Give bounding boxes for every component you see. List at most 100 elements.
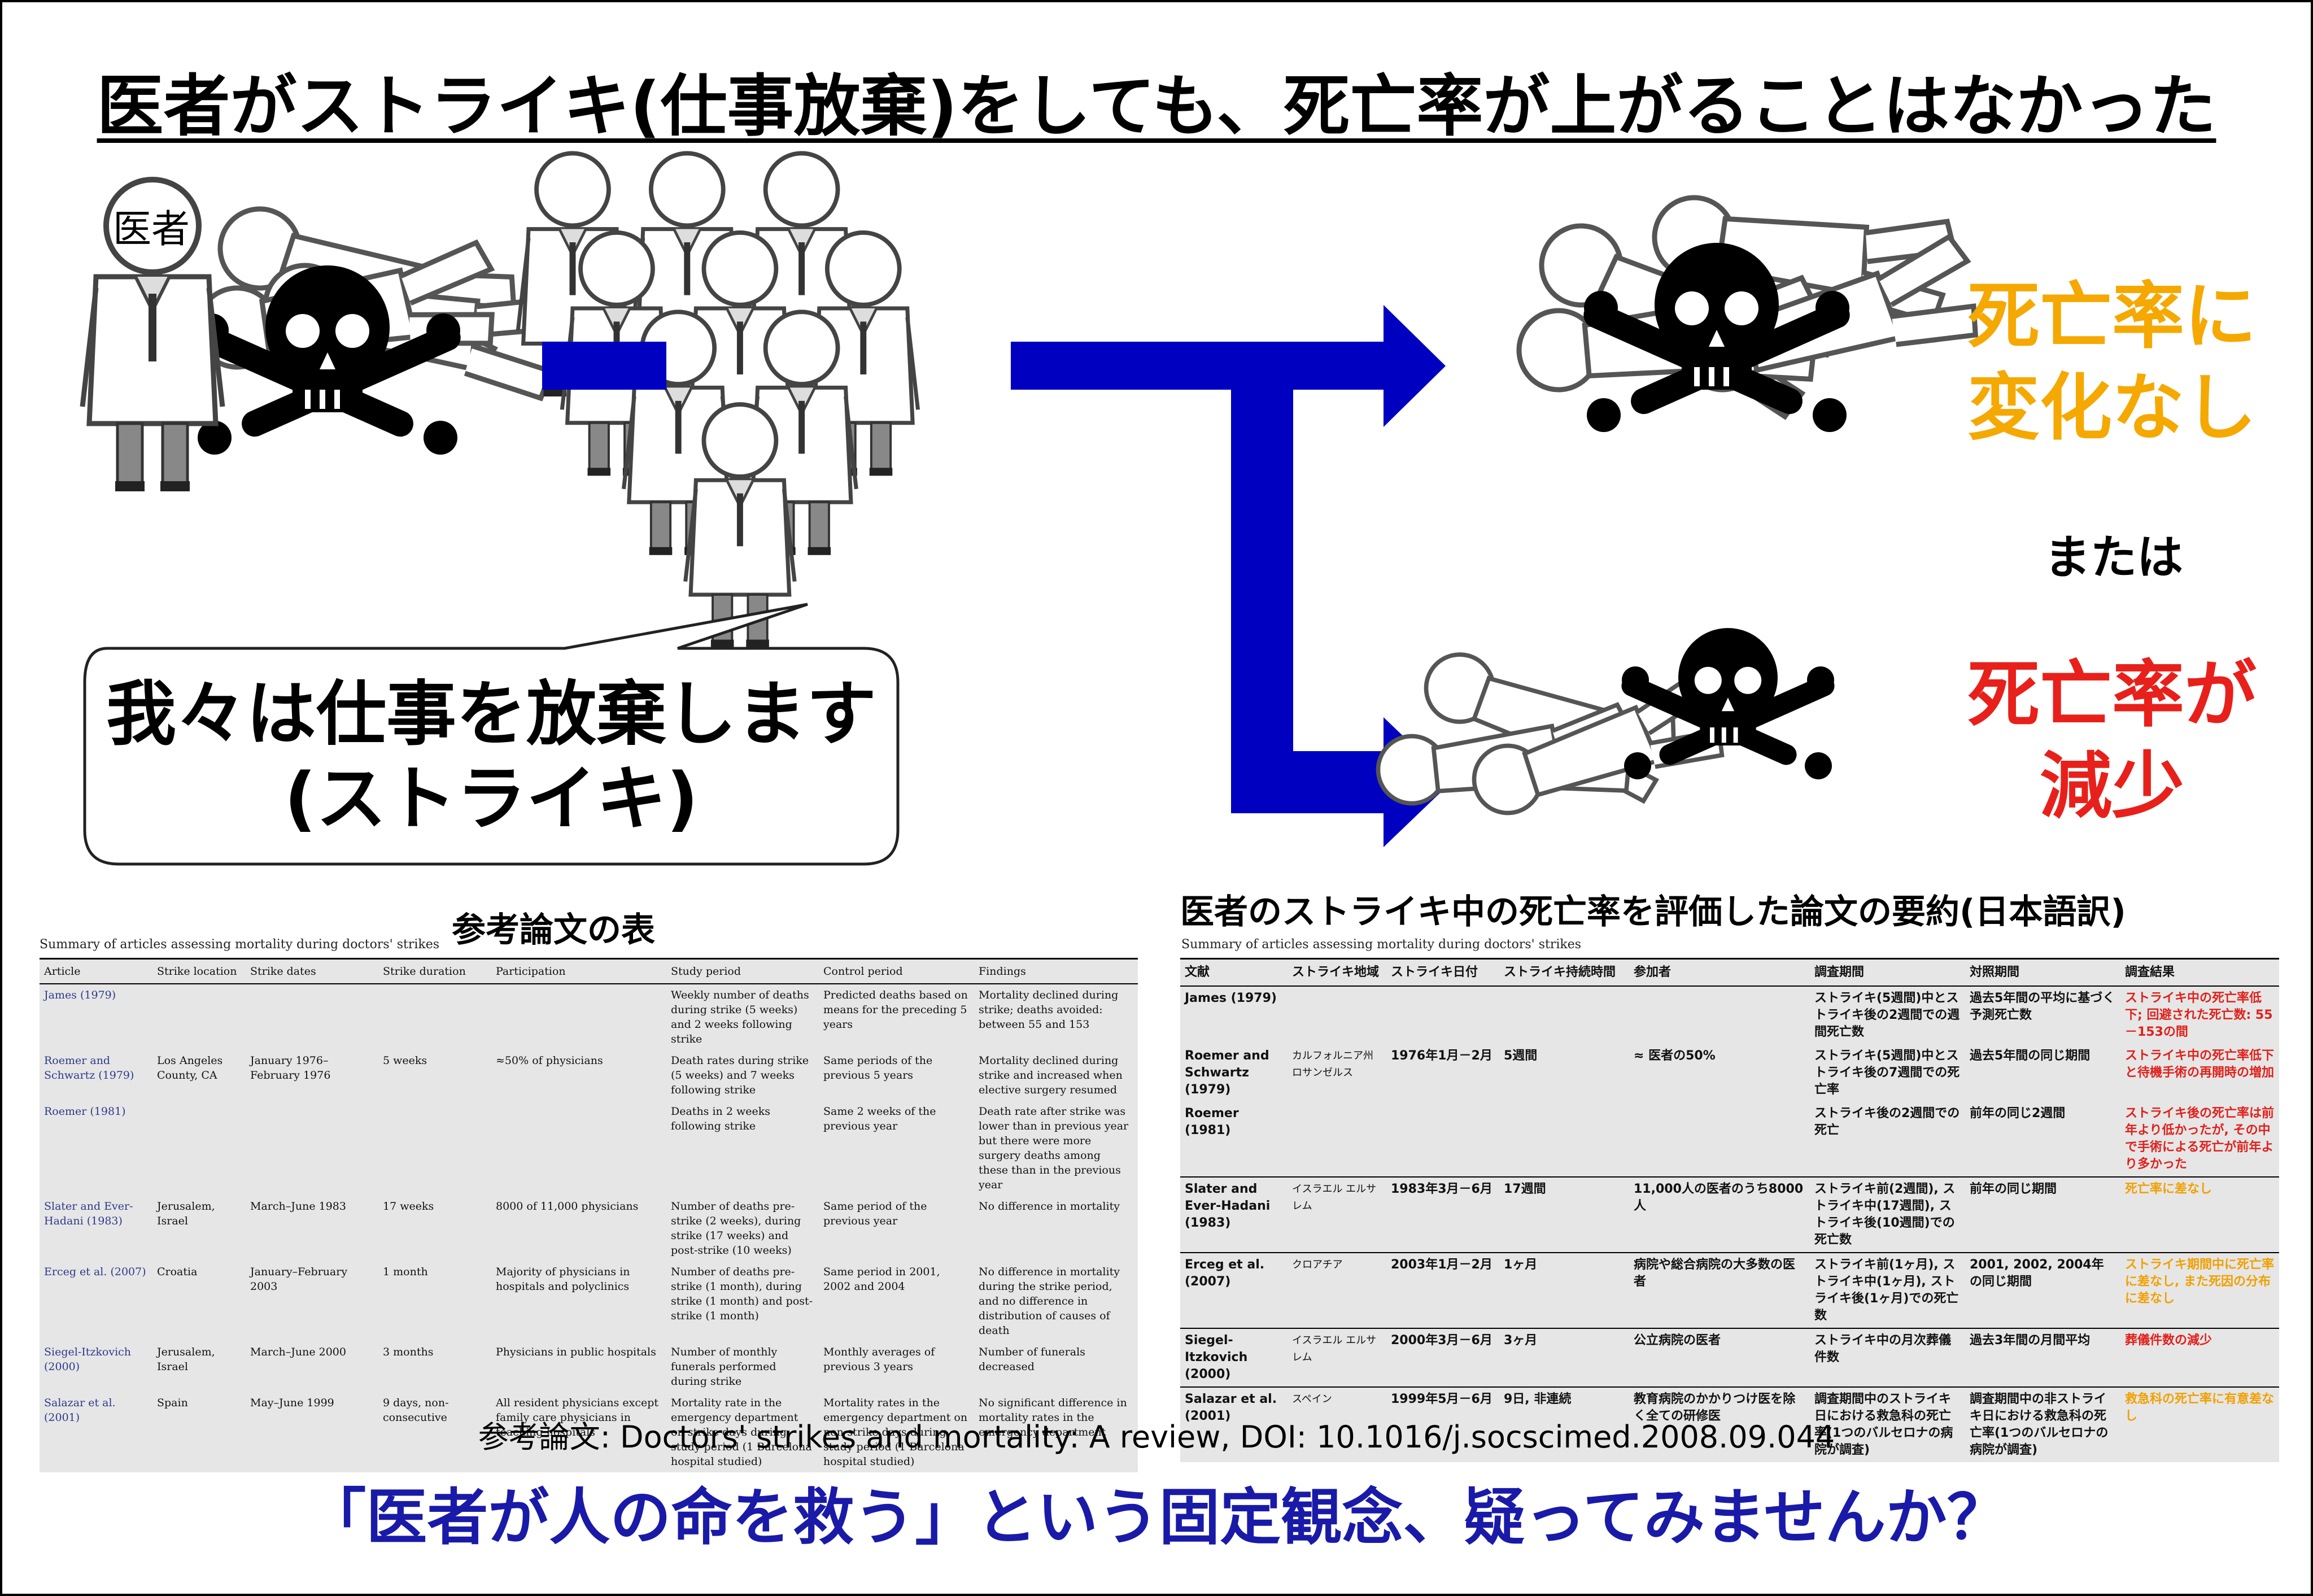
table-cell: Slater and Ever-Hadani (1983)	[44, 1200, 133, 1227]
column-header: 対照期間	[1965, 958, 2120, 987]
table-cell	[1288, 986, 1386, 1044]
table-cell: No significant difference in mortality r…	[979, 1397, 1127, 1438]
table-cell: 9 days, non-consecutive	[383, 1397, 449, 1424]
table-cell: 1983年3月－6月	[1386, 1177, 1499, 1253]
table-cell: James (1979)	[44, 989, 116, 1001]
table-row: James (1979)ストライキ(5週間)中とストライキ後の2週間での週間死亡…	[1180, 986, 2279, 1044]
table-cell: イスラエル エルサレム	[1288, 1177, 1386, 1253]
column-header: ストライキ地域	[1288, 958, 1386, 987]
table-cell: Monthly averages of previous 3 years	[823, 1346, 935, 1373]
table-cell	[491, 984, 666, 1050]
column-header: Participation	[491, 958, 666, 984]
table-cell: January–February 2003	[250, 1266, 348, 1293]
table-cell: ストライキ中の死亡率低下; 回避された死亡数: 55－153の間	[2125, 991, 2273, 1039]
table-cell: Roemer (1981)	[44, 1105, 126, 1118]
speech-line-2: (ストライキ)	[284, 758, 699, 840]
right-table-heading: 医者のストライキ中の死亡率を評価した論文の要約(日本語訳)	[1180, 892, 2126, 932]
result-no-change-line-2: 変化なし	[1967, 366, 2257, 450]
table-cell: Mortality declined during strike and inc…	[979, 1054, 1123, 1096]
column-header: 文献	[1180, 958, 1288, 987]
table-cell: ストライキ期間中に死亡率に差なし, また死因の分布に差なし	[2120, 1253, 2279, 1329]
column-header: 調査期間	[1810, 958, 1965, 987]
column-header: Control period	[819, 958, 974, 984]
reference-citation: 参考論文: Doctors' strikes and mortality: A …	[478, 1419, 1835, 1455]
table-cell: ≈50% of physicians	[496, 1054, 603, 1067]
table-cell: 調査期間中のストライキ日における救急科の死亡率(1つのバルセロナの病院が調査)	[1814, 1392, 1953, 1457]
table-cell: Roemer (1981)	[1180, 1102, 1288, 1178]
table-cell: Siegel-Itzkovich (2000)	[44, 1346, 132, 1373]
table-cell: Number of deaths pre-strike (1 month), d…	[671, 1266, 813, 1322]
table-cell: ストライキ中の月次葬儀件数	[1810, 1328, 1965, 1388]
table-cell: Roemer and Schwartz (1979)	[44, 1054, 134, 1082]
table-cell	[1386, 1102, 1499, 1178]
table-cell: Number of deaths pre-strike (2 weeks), d…	[671, 1200, 801, 1257]
table-cell: ストライキ前(1ヶ月), ストライキ中(1ヶ月), ストライキ後(1ヶ月)での死…	[1810, 1253, 1965, 1329]
table-cell: Los Angeles County, CA	[157, 1054, 223, 1082]
table-cell: Physicians in public hospitals	[496, 1346, 656, 1358]
left-table-heading: 参考論文の表	[452, 910, 655, 950]
table-row: Roemer (1981) Deaths in 2 weeks following…	[40, 1101, 1138, 1196]
page-title: 医者がストライキ(仕事放棄)をしても、死亡率が上がることはなかった	[97, 67, 2216, 145]
table-cell: 11,000人の医者のうち8000人	[1629, 1177, 1810, 1253]
column-header: ストライキ日付	[1386, 958, 1499, 987]
table-cell: Erceg et al. (2007)	[44, 1266, 146, 1278]
result-no-change-line-1: 死亡率に	[1967, 274, 2257, 359]
speech-text: 我々は仕事を放棄します (ストライキ)	[85, 672, 898, 841]
table-cell: 病院や総合病院の大多数の医者	[1629, 1253, 1810, 1329]
table-cell: Same period in 2001, 2002 and 2004	[823, 1266, 940, 1293]
table-cell: クロアチア	[1288, 1253, 1386, 1329]
result-decrease-line-2: 減少	[2039, 744, 2184, 828]
table-cell: 前年の同じ期間	[1965, 1177, 2120, 1253]
dead-patients-right-bottom	[1374, 636, 1731, 831]
table-cell: 1 month	[383, 1266, 428, 1278]
table-cell: Mortality rates in the emergency departm…	[823, 1397, 968, 1468]
right-table-caption: Summary of articles assessing mortality …	[1181, 937, 1582, 952]
table-cell: Erceg et al. (2007)	[1180, 1253, 1288, 1329]
or-text: または	[2044, 531, 2184, 585]
illustration	[0, 0, 2313, 866]
table-cell: 調査期間中の非ストライキ日における救急科の死亡率(1つのバルセロナの病院が調査)	[1970, 1392, 2109, 1457]
table-cell: Death rate after strike was lower than i…	[979, 1105, 1129, 1191]
table-cell: 葬儀件数の減少	[2120, 1328, 2279, 1388]
left-table-caption: Summary of articles assessing mortality …	[40, 937, 440, 952]
table-cell: March–June 2000	[250, 1346, 346, 1358]
table-cell: Same period of the previous year	[823, 1200, 927, 1227]
table-cell	[1629, 986, 1810, 1044]
table-cell	[378, 1101, 491, 1196]
table-cell: 9日, 非連続	[1504, 1392, 1572, 1406]
column-header: ストライキ持続時間	[1499, 958, 1629, 987]
doctor-label: 医者	[113, 207, 190, 252]
right-table: 文献ストライキ地域ストライキ日付ストライキ持続時間参加者調査期間対照期間調査結果…	[1180, 958, 2279, 1462]
table-cell: Salazar et al. (2001)	[1185, 1392, 1277, 1423]
table-cell: No difference in mortality	[979, 1200, 1120, 1213]
column-header: Strike duration	[378, 958, 491, 984]
table-cell	[1288, 1102, 1386, 1178]
table-cell: Weekly number of deaths during strike (5…	[671, 989, 809, 1045]
right-table-body: James (1979)ストライキ(5週間)中とストライキ後の2週間での週間死亡…	[1180, 986, 2279, 1462]
table-cell	[1499, 986, 1629, 1044]
table-cell: 1976年1月－2月	[1391, 1049, 1492, 1063]
table-cell: Number of monthly funerals performed dur…	[671, 1346, 778, 1388]
table-cell: Deaths in 2 weeks following strike	[671, 1105, 770, 1132]
table-cell: Jerusalem, Israel	[157, 1200, 215, 1227]
speech-bubble	[83, 603, 900, 866]
result-decrease: 死亡率が 減少	[1943, 649, 2281, 832]
table-cell	[246, 984, 378, 1050]
table-cell: スペイン	[1292, 1393, 1332, 1405]
table-cell: No difference in mortality during the st…	[979, 1266, 1120, 1337]
table-row: Roemer (1981)ストライキ後の2週間での死亡前年の同じ2週間ストライキ…	[1180, 1102, 2279, 1178]
striking-doctors-group	[518, 153, 918, 647]
table-cell: ストライキ(5週間)中とストライキ後の7週間での死亡率	[1814, 1049, 1960, 1097]
column-header: Article	[40, 958, 152, 984]
table-cell: Same periods of the previous 5 years	[823, 1054, 933, 1082]
table-cell: 3 months	[383, 1346, 434, 1358]
table-row: Roemer and Schwartz (1979) Los Angeles Co…	[40, 1050, 1138, 1101]
column-header: Study period	[666, 958, 819, 984]
table-cell: 2000年3月－6月	[1386, 1328, 1499, 1388]
table-cell	[246, 1101, 378, 1196]
